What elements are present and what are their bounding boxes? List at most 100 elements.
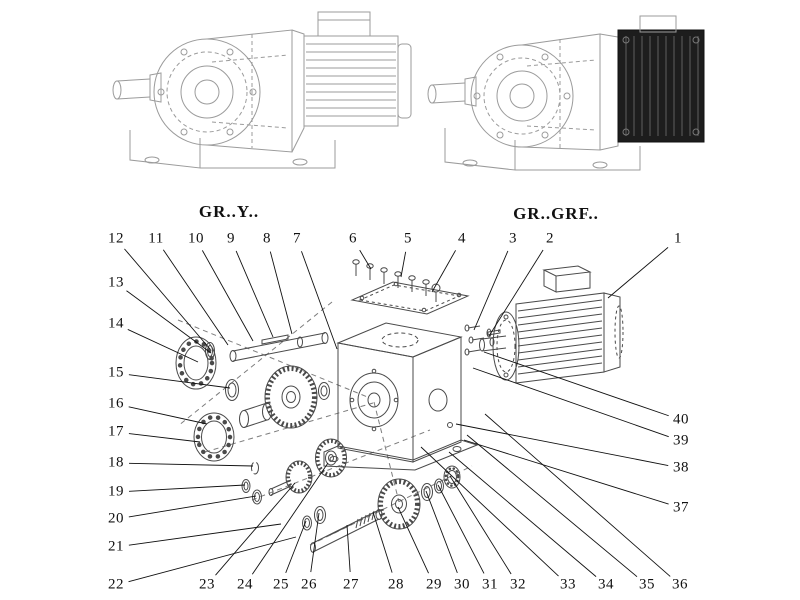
callout-10: 10 [188,230,204,247]
large-ball-bearing [175,336,217,390]
exploded-view [175,259,624,553]
callout-18: 18 [108,454,124,471]
callout-28: 28 [388,576,404,593]
leader-line-25 [285,520,307,574]
gearbox-housing [323,322,479,471]
leader-line-35 [466,434,638,578]
leader-line-36 [484,413,671,577]
leader-line-9 [235,250,274,338]
callout-11: 11 [148,230,164,247]
bottom-helical-gear [377,478,421,530]
leader-line-30 [425,490,458,574]
callout-3: 3 [509,230,517,247]
small-ball-bearing [443,465,461,489]
leader-line-39 [472,367,669,438]
callout-14: 14 [108,315,124,332]
leader-line-33 [420,446,559,577]
terminal-box [542,265,592,277]
leader-line-8 [269,251,293,335]
leader-line-37 [463,439,669,505]
assembled-gearbox-face [153,38,261,146]
leader-line-13 [126,290,212,354]
pinion-shaft [268,460,313,496]
leader-line-34 [448,451,597,577]
callout-31: 31 [482,576,498,593]
small-ring-b [252,489,262,505]
leader-line-23 [215,482,296,576]
spacer-ring [225,379,239,401]
callout-39: 39 [673,432,689,449]
dark-finned-motor-block [617,15,705,143]
leader-line-12 [124,248,211,350]
callout-19: 19 [108,483,124,500]
callout-17: 17 [108,423,124,440]
leader-lines [124,247,671,583]
leader-line-20 [128,495,257,518]
callout-34: 34 [598,576,614,593]
callout-4: 4 [458,230,466,247]
bottom-ring-c [421,483,433,501]
assembled-output-shaft-right [427,76,477,107]
output-shaft [229,332,329,362]
bottom-ring-d [434,478,444,494]
leader-line-17 [128,433,201,443]
leader-line-28 [372,511,393,573]
leader-line-3 [473,250,509,331]
leader-line-7 [301,251,338,350]
callout-2: 2 [546,230,554,247]
callout-25: 25 [273,576,289,593]
gear-washer [318,382,330,400]
small-ring-a [241,479,251,493]
callout-16: 16 [108,395,124,412]
flange-gearmotor-drawing [427,15,705,171]
callout-40: 40 [673,411,689,428]
leader-line-24 [251,462,329,575]
leader-line-15 [128,374,231,389]
leader-line-31 [437,484,485,574]
callout-6: 6 [349,230,357,247]
callout-20: 20 [108,510,124,527]
variant-label-gr-y: GR..Y.. [198,202,260,221]
leader-line-29 [397,506,429,574]
callout-32: 32 [510,576,526,593]
leader-line-14 [127,329,199,363]
cover-bolts [352,259,441,302]
leader-line-11 [162,249,229,346]
callout-26: 26 [301,576,317,593]
leader-line-27 [346,524,351,573]
callout-22: 22 [108,576,124,593]
spacer-bushing [239,402,272,428]
leader-line-5 [400,251,407,278]
leader-line-21 [128,523,282,546]
assembly-axis-lines [177,301,473,546]
callout-9: 9 [227,230,235,247]
callout-36: 36 [672,576,688,593]
shaft-key [261,334,289,345]
housing-cover-plate [350,281,470,315]
leader-line-2 [488,249,544,337]
leader-line-10 [201,250,254,342]
leader-line-38 [455,423,669,466]
bottom-ring-a [302,515,312,531]
bottom-ring-b [314,506,326,524]
callout-30: 30 [454,576,470,593]
leader-line-26 [310,512,320,573]
leader-line-4 [431,250,456,293]
callout-29: 29 [426,576,442,593]
callout-7: 7 [293,230,301,247]
callout-8: 8 [263,230,271,247]
callout-5: 5 [404,230,412,247]
assembled-motor [291,11,412,153]
assembled-gearbox-housing [206,29,293,153]
foot-gearmotor-drawing [112,11,412,169]
leader-line-6 [359,249,372,270]
leader-line-18 [128,462,254,467]
callout-38: 38 [673,459,689,476]
variant-label-gr-grf: GR..GRF.. [513,204,599,223]
callout-1: 1 [674,230,682,247]
assembled-gearbox-face-right [470,44,574,148]
leader-line-40 [483,351,669,417]
assembled-base-feet [129,130,336,169]
leader-line-1 [607,247,669,299]
